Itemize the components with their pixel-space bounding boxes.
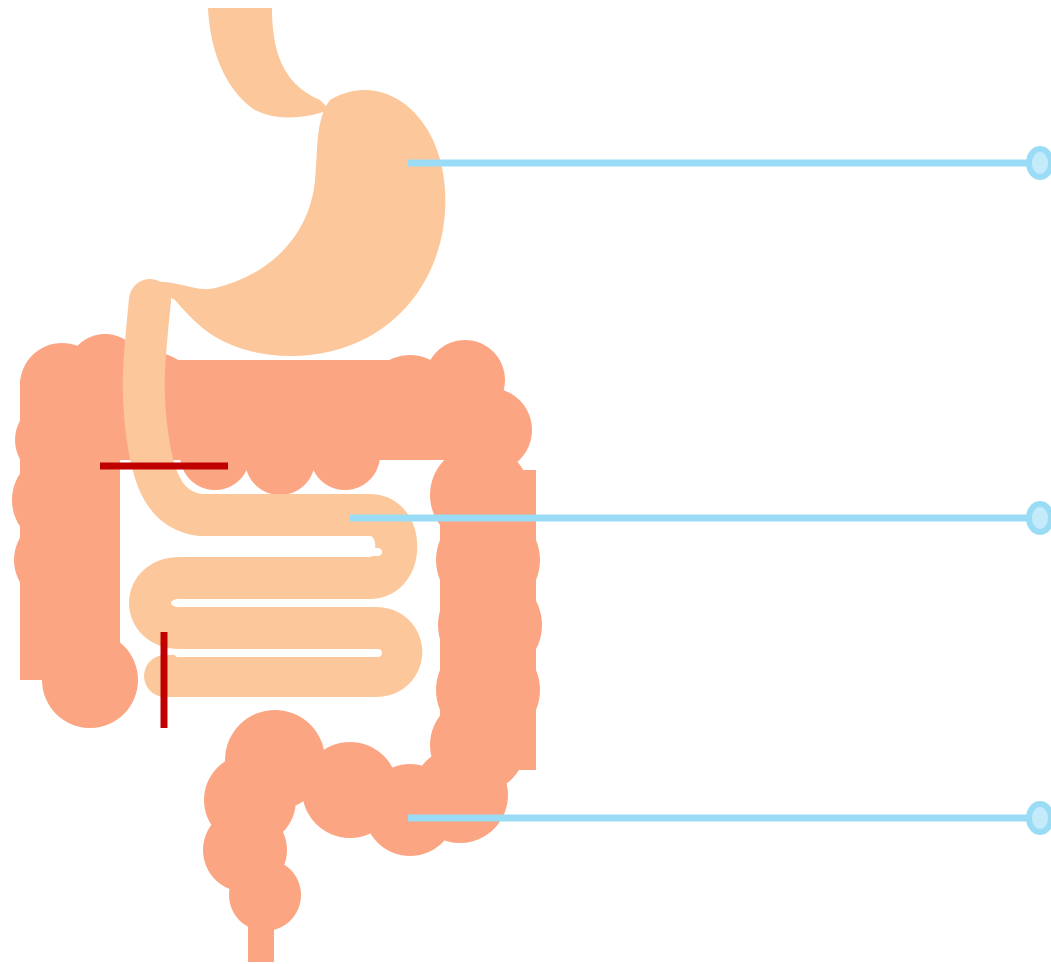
pointer-cap-icon (1029, 149, 1051, 177)
stomach (128, 90, 446, 356)
stomach-pointer (408, 149, 1051, 177)
esophagus (208, 8, 330, 118)
rectum (248, 900, 274, 962)
pointer-cap-icon (1029, 504, 1051, 532)
pointer-cap-icon (1029, 804, 1051, 832)
